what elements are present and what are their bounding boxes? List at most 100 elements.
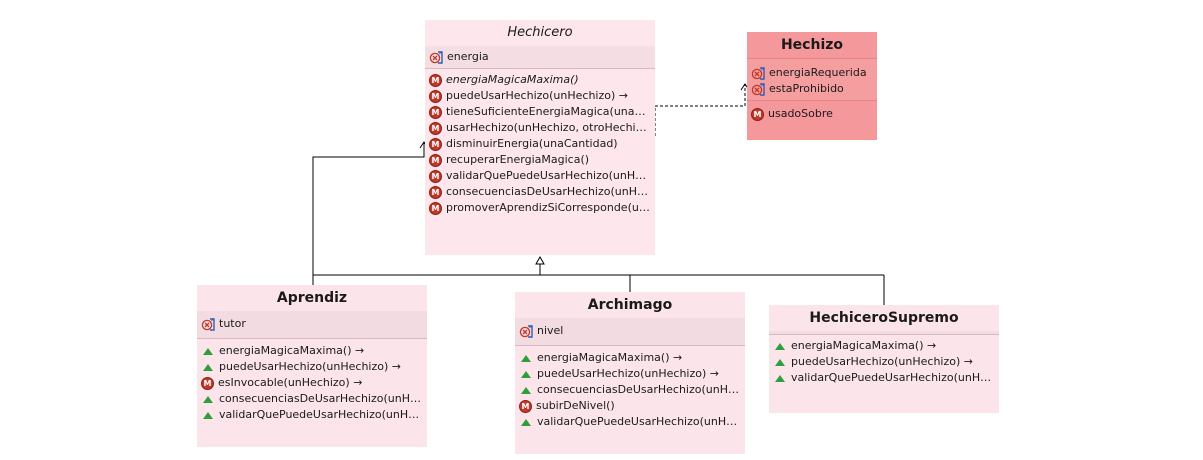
method-name: recuperarEnergiaMagica()	[446, 153, 590, 166]
method-name: validarQuePuedeUsarHechizo(unHec...	[219, 408, 423, 421]
method-row[interactable]: validarQuePuedeUsarHechizo(unHec...	[519, 414, 741, 430]
override-icon	[521, 354, 531, 362]
method-row[interactable]: energiaMagicaMaxima() →	[519, 350, 741, 366]
method-icon: M	[429, 185, 442, 199]
field-icon	[201, 317, 215, 331]
method-name: energiaMagicaMaxima()	[446, 73, 579, 86]
attributes-section: energiaRequerida estaProhibido	[747, 58, 877, 100]
divider	[769, 334, 999, 335]
generalization-arrowhead	[535, 255, 545, 265]
attribute-row[interactable]: energiaRequerida	[751, 65, 873, 81]
method-icon: M	[429, 89, 442, 103]
class-archimago[interactable]: Archimago nivel energiaMagicaMaxima() → p…	[515, 292, 745, 454]
override-icon	[775, 342, 785, 350]
attribute-row[interactable]: estaProhibido	[751, 81, 873, 97]
method-icon: M	[429, 201, 442, 215]
field-icon	[751, 66, 765, 80]
override-icon	[775, 358, 785, 366]
field-icon	[429, 50, 443, 64]
association-aprendiz-hechicero	[312, 142, 425, 285]
method-row[interactable]: energiaMagicaMaxima() →	[201, 343, 423, 359]
method-icon: M	[429, 105, 442, 119]
method-icon: M	[519, 399, 532, 413]
class-name: HechiceroSupremo	[809, 310, 959, 326]
method-name: energiaMagicaMaxima() →	[537, 351, 683, 364]
method-row[interactable]: energiaMagicaMaxima() →	[773, 338, 995, 354]
override-icon	[203, 363, 213, 371]
method-name: energiaMagicaMaxima() →	[791, 339, 937, 352]
method-name: puedeUsarHechizo(unHechizo) →	[537, 367, 719, 380]
class-name: Archimago	[587, 297, 673, 313]
method-name: consecuenciasDeUsarHechizo(unHec...	[446, 185, 651, 198]
method-name: consecuenciasDeUsarHechizo(unHec...	[219, 392, 423, 405]
override-icon	[521, 370, 531, 378]
methods-section: energiaMagicaMaxima() → puedeUsarHechizo(…	[515, 346, 745, 433]
attributes-section: energia	[425, 46, 655, 68]
method-icon: M	[429, 169, 442, 183]
override-icon	[203, 395, 213, 403]
methods-section: energiaMagicaMaxima() → puedeUsarHechizo(…	[197, 339, 427, 426]
attribute-row[interactable]: nivel	[519, 323, 741, 339]
method-icon: M	[429, 153, 442, 167]
attribute-name: energiaRequerida	[769, 66, 867, 79]
attribute-name: energia	[447, 50, 489, 63]
method-name: usarHechizo(unHechizo, otroHechice...	[446, 121, 651, 134]
class-name: Aprendiz	[276, 290, 348, 306]
method-name: disminuirEnergia(unaCantidad)	[446, 137, 618, 150]
methods-section: energiaMagicaMaxima() → puedeUsarHechizo(…	[769, 335, 999, 389]
method-name: puedeUsarHechizo(unHechizo) →	[791, 355, 973, 368]
attribute-name: nivel	[537, 324, 564, 337]
method-name: usadoSobre	[768, 107, 833, 120]
method-icon: M	[429, 121, 442, 135]
method-row[interactable]: validarQuePuedeUsarHechizo(unHec...	[201, 407, 423, 423]
override-icon	[203, 411, 213, 419]
attributes-section: nivel	[515, 318, 745, 345]
class-hechicero-supremo[interactable]: HechiceroSupremo energiaMagicaMaxima() →…	[769, 305, 999, 413]
method-row[interactable]: validarQuePuedeUsarHechizo(unHec...	[773, 370, 995, 386]
override-icon	[775, 374, 785, 382]
attribute-row[interactable]: energia	[429, 49, 651, 65]
attribute-name: estaProhibido	[769, 82, 844, 95]
method-name: puedeUsarHechizo(unHechizo) →	[219, 360, 401, 373]
divider	[747, 100, 877, 101]
method-name: energiaMagicaMaxima() →	[219, 344, 365, 357]
method-row[interactable]: puedeUsarHechizo(unHechizo) →	[519, 366, 741, 382]
method-name: esInvocable(unHechizo) →	[218, 376, 363, 389]
method-icon: M	[429, 137, 442, 151]
method-row[interactable]: consecuenciasDeUsarHechizo(unHec...	[201, 391, 423, 407]
field-icon	[519, 324, 533, 338]
divider	[425, 68, 655, 69]
divider	[197, 338, 427, 339]
override-icon	[203, 347, 213, 355]
override-icon	[521, 386, 531, 394]
method-row[interactable]: consecuenciasDeUsarHechizo(unHec...	[519, 382, 741, 398]
override-icon	[521, 418, 531, 426]
attributes-section: tutor	[197, 311, 427, 338]
method-row[interactable]: puedeUsarHechizo(unHechizo) →	[201, 359, 423, 375]
method-name: promoverAprendizSiCorresponde(un...	[446, 201, 651, 214]
method-icon: M	[751, 107, 764, 121]
attribute-row[interactable]: tutor	[201, 316, 423, 332]
method-name: puedeUsarHechizo(unHechizo) →	[446, 89, 628, 102]
class-aprendiz[interactable]: Aprendiz tutor energiaMagicaMaxima() → pu…	[197, 285, 427, 447]
association-hechicero-hechizo	[654, 84, 746, 136]
method-row[interactable]: puedeUsarHechizo(unHechizo) →	[773, 354, 995, 370]
method-name: validarQuePuedeUsarHechizo(unHec...	[791, 371, 995, 384]
